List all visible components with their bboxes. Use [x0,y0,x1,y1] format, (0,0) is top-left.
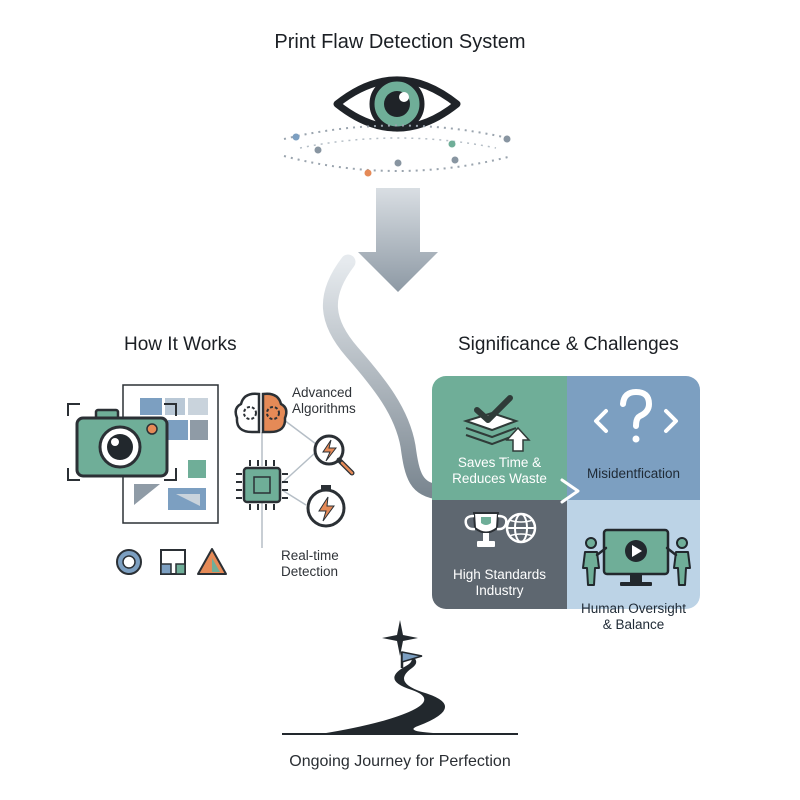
sparkle-star-icon [382,620,418,656]
flag-icon [400,651,423,668]
brain-gears-icon [234,392,288,434]
layers-check-icon [462,395,531,452]
eye-icon [333,76,461,132]
tile-high-standards-line2: Industry [475,582,524,598]
stopwatch-bolt-icon [306,485,346,528]
realtime-detection-line1: Real-time [281,548,339,563]
winding-road-icon [282,652,518,735]
microchip-icon [236,460,288,510]
tile-high-standards-line1: High Standards [452,567,547,582]
flow-ribbon [322,254,448,500]
tile-human-oversight-line2: & Balance [602,616,665,632]
footer-caption: Ongoing Journey for Perfection [289,753,511,770]
monitor-people-icon [582,528,691,586]
camera-icon [67,403,177,481]
magnifier-bolt-icon [313,434,355,476]
square-shape-icon [160,549,186,575]
tile-saves-time-line1: Saves Time & [457,455,542,470]
tile-saves-time-label: Saves Time & Reduces Waste [432,455,567,486]
triangle-shape-icon [197,548,227,575]
realtime-detection-line2: Detection [281,563,339,579]
significance-heading: Significance & Challenges [458,334,679,355]
advanced-algorithms-line2: Algorithms [292,400,356,416]
scan-wave-icon [283,124,513,177]
advanced-algorithms-label: Advanced Algorithms [292,385,356,416]
tile-connector-arrow [560,478,580,504]
tile-high-standards-label: High Standards Industry [432,567,567,598]
tile-misidentification-label: Misidentfication [586,466,681,481]
target-shape-icon [116,549,142,575]
realtime-detection-label: Real-time Detection [281,548,339,579]
trophy-globe-icon [464,512,537,547]
process-connector-lines [261,419,317,548]
tile-human-oversight-line1: Human Oversight [580,601,687,616]
tile-human-oversight-label: Human Oversight & Balance [567,601,700,632]
code-question-icon [594,389,678,443]
diagram-title: Print Flaw Detection System [274,31,526,53]
how-it-works-heading: How It Works [124,334,237,355]
tile-saves-time-line2: Reduces Waste [452,470,547,486]
advanced-algorithms-line1: Advanced [292,385,353,400]
down-arrow-icon [358,188,438,292]
